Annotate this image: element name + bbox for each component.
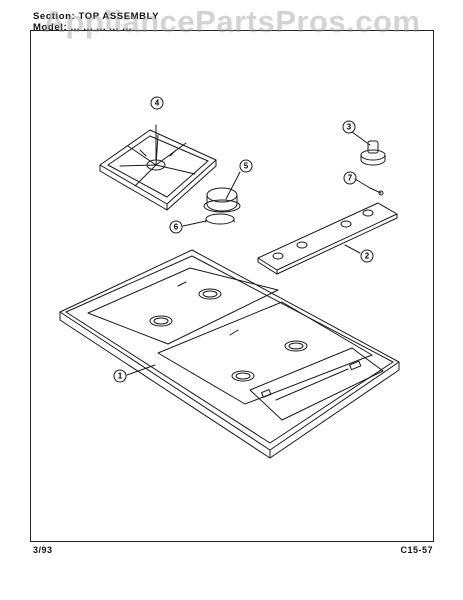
- callout-number-1: 1: [118, 372, 123, 381]
- callout-number-3: 3: [347, 123, 352, 132]
- callout-circle-1: [113, 369, 127, 383]
- model-line: Model: ... ... ... ... ...: [33, 22, 132, 33]
- callout-circle-3: [342, 120, 356, 134]
- callout-number-5: 5: [244, 162, 249, 171]
- callout-number-2: 2: [365, 252, 370, 261]
- cooktop: [59, 249, 400, 459]
- control-panel: [257, 202, 398, 275]
- callout-number-6: 6: [174, 223, 179, 232]
- callout-circle-6: [169, 220, 183, 234]
- screw: [354, 178, 384, 196]
- footer-date: 3/93: [33, 545, 53, 555]
- watermark: AppliancePartsPros.com: [42, 4, 421, 39]
- section-title: Section: TOP ASSEMBLY: [33, 11, 160, 22]
- callout-number-7: 7: [348, 174, 353, 183]
- diagram-frame: [30, 30, 434, 542]
- control-knob: [351, 131, 386, 166]
- burner-cap: [203, 171, 241, 213]
- burner-grate: [99, 124, 217, 211]
- callout-circle-7: [343, 171, 357, 185]
- callout-circle-2: [360, 249, 374, 263]
- callout-circle-5: [239, 159, 253, 173]
- callout-number-4: 4: [155, 99, 160, 108]
- footer-page-code: C15-57: [400, 545, 433, 555]
- burner-base: [182, 213, 235, 227]
- callout-circle-4: [150, 96, 164, 110]
